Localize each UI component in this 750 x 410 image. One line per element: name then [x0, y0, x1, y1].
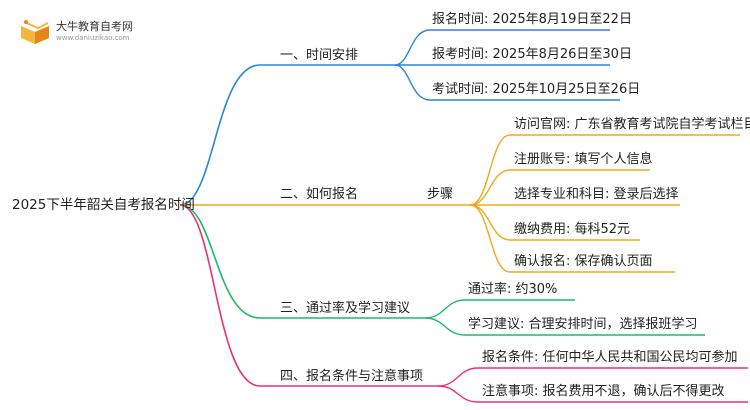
branch-3-label: 三、通过率及学习建议 — [280, 301, 411, 316]
connector-branch-3 — [179, 204, 425, 319]
connector-b3-c1 — [424, 299, 575, 319]
logo-url: www.daniuzikao.com — [56, 34, 130, 42]
connector-b1-c1 — [394, 29, 610, 66]
branch-2-item-4: 缴纳费用: 每科52元 — [514, 222, 631, 237]
connector-branch-1 — [179, 64, 395, 206]
connector-b2-c2 — [469, 169, 650, 206]
branch-1-label: 一、时间安排 — [280, 48, 359, 63]
branch-3-item-1: 通过率: 约30% — [468, 282, 558, 297]
connector-b2-c4 — [469, 204, 640, 241]
connector-b1-c3 — [394, 64, 620, 101]
branch-4-label: 四、报名条件与注意事项 — [280, 369, 424, 384]
book-logo-icon — [21, 20, 49, 44]
root-topic: 2025下半年韶关自考报名时间 — [12, 197, 195, 213]
connector-branch-4 — [179, 204, 438, 387]
branch-3-item-2: 学习建议: 合理安排时间，选择报班学习 — [468, 317, 698, 332]
branch-1-item-2: 报考时间: 2025年8月26日至30日 — [432, 47, 632, 62]
branch-1-item-1: 报名时间: 2025年8月19日至22日 — [432, 12, 632, 27]
branch-4-item-1: 报名条件: 任何中华人民共和国公民均可参加 — [482, 350, 738, 365]
connector-b4-c1 — [437, 367, 748, 387]
branch-2-item-3: 选择专业和科目: 登录后选择 — [514, 187, 679, 202]
connector-b2-c1 — [469, 134, 740, 206]
branch-2-item-2: 注册账号: 填写个人信息 — [514, 152, 653, 167]
branch-1-item-3: 考试时间: 2025年10月25日至26日 — [432, 82, 641, 97]
connector-b2-c5 — [469, 204, 675, 273]
branch-2-item-5: 确认报名: 保存确认页面 — [514, 254, 653, 269]
branch-4-item-2: 注意事项: 报名费用不退，确认后不得更改 — [482, 384, 725, 399]
logo: 大牛教育自考网 www.daniuzikao.com — [18, 14, 168, 50]
logo-title: 大牛教育自考网 — [56, 20, 133, 33]
branch-2-item-1: 访问官网: 广东省教育考试院自学考试栏目 — [514, 117, 750, 132]
branch-2-sub-label: 步骤 — [427, 187, 454, 202]
branch-2-label: 二、如何报名 — [280, 187, 359, 202]
connector-b4-c2 — [437, 385, 748, 403]
connector-b3-c2 — [424, 317, 705, 336]
